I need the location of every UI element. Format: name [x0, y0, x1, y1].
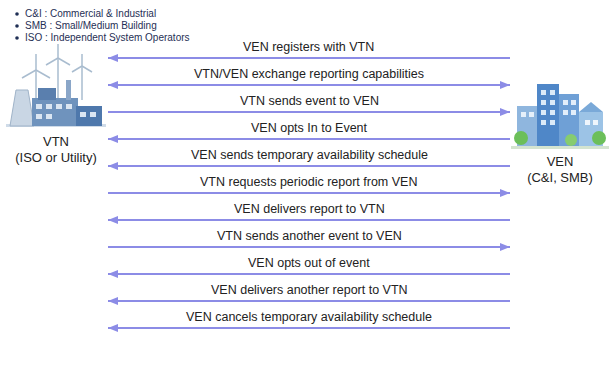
- city-buildings-illustration: [511, 76, 609, 152]
- message-label: VTN sends event to VEN: [240, 94, 379, 109]
- message-arrow: [108, 135, 510, 143]
- bullet: [15, 36, 19, 40]
- message-arrow: [108, 108, 510, 116]
- bullet: [15, 12, 19, 16]
- message-label: VTN/VEN exchange reporting capabilities: [194, 67, 424, 82]
- vtn-node: VTN(ISO or Utility): [4, 40, 108, 166]
- power-plant-illustration: [6, 40, 106, 132]
- node-title: VEN: [510, 154, 610, 170]
- message-arrow: [108, 243, 510, 251]
- node-subtitle: (C&I, SMB): [510, 170, 610, 186]
- message-arrow: [108, 270, 510, 278]
- message-label: VTN requests periodic report from VEN: [200, 175, 417, 190]
- message-label: VEN opts In to Event: [251, 121, 367, 136]
- message-arrow: [108, 189, 510, 197]
- abbreviation-note: SMB : Small/Medium Building: [25, 20, 157, 32]
- message-arrow: [108, 54, 510, 62]
- bullet: [15, 24, 19, 28]
- node-subtitle: (ISO or Utility): [4, 150, 108, 166]
- message-arrow: [108, 297, 510, 305]
- message-arrow: [108, 324, 510, 332]
- message-label: VEN cancels temporary availability sched…: [186, 310, 432, 325]
- message-label: VEN delivers report to VTN: [234, 202, 385, 217]
- message-label: VEN sends temporary availability schedul…: [191, 148, 428, 163]
- message-arrow: [108, 216, 510, 224]
- message-label: VTN sends another event to VEN: [217, 229, 402, 244]
- message-label: VEN opts out of event: [248, 256, 370, 271]
- message-label: VEN delivers another report to VTN: [211, 283, 408, 298]
- message-arrow: [108, 162, 510, 170]
- abbreviation-note: C&I : Commercial & Industrial: [25, 8, 156, 20]
- message-label: VEN registers with VTN: [243, 40, 374, 55]
- abbreviation-note: ISO : Independent System Operators: [25, 32, 190, 44]
- ven-node: VEN(C&I, SMB): [510, 76, 610, 186]
- message-arrow: [108, 81, 510, 89]
- node-title: VTN: [4, 134, 108, 150]
